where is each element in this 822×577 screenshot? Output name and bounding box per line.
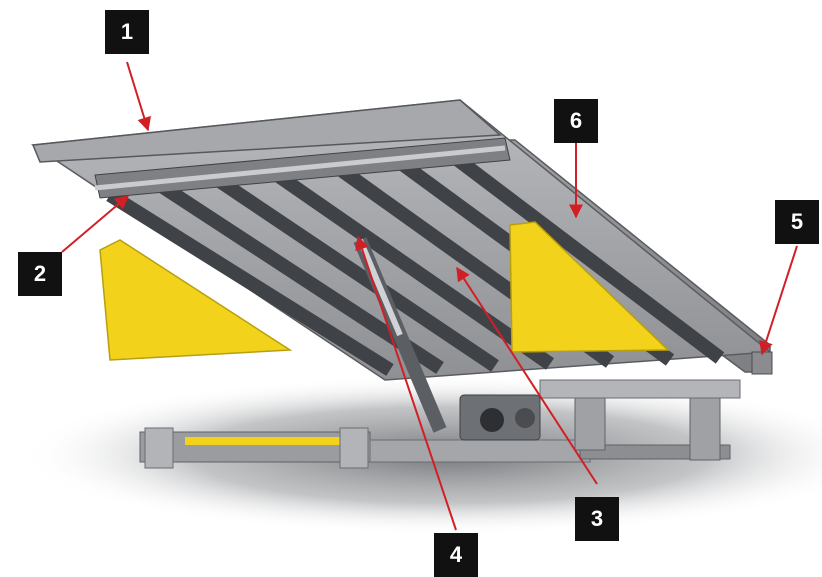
leader-4 [355,235,457,531]
leader-arrows [61,61,798,531]
lip-plate [31,99,502,163]
callout-5: 5 [775,200,819,244]
leader-5 [759,245,798,356]
callout-4: 4 [434,533,478,577]
leader-1 [126,61,151,132]
rear-hinge-bracket [751,351,773,375]
leader-3 [456,266,598,485]
motor-unit [459,394,541,441]
right-toe-guard [509,221,670,353]
callout-6: 6 [554,99,598,143]
callout-1: 1 [105,10,149,54]
leader-2 [61,195,130,253]
left-toe-guard [99,239,293,361]
base-frame [139,379,741,469]
callout-2: 2 [18,252,62,296]
callout-3: 3 [575,497,619,541]
hydraulic-cylinder [353,237,447,433]
hinge-rod [94,145,506,191]
